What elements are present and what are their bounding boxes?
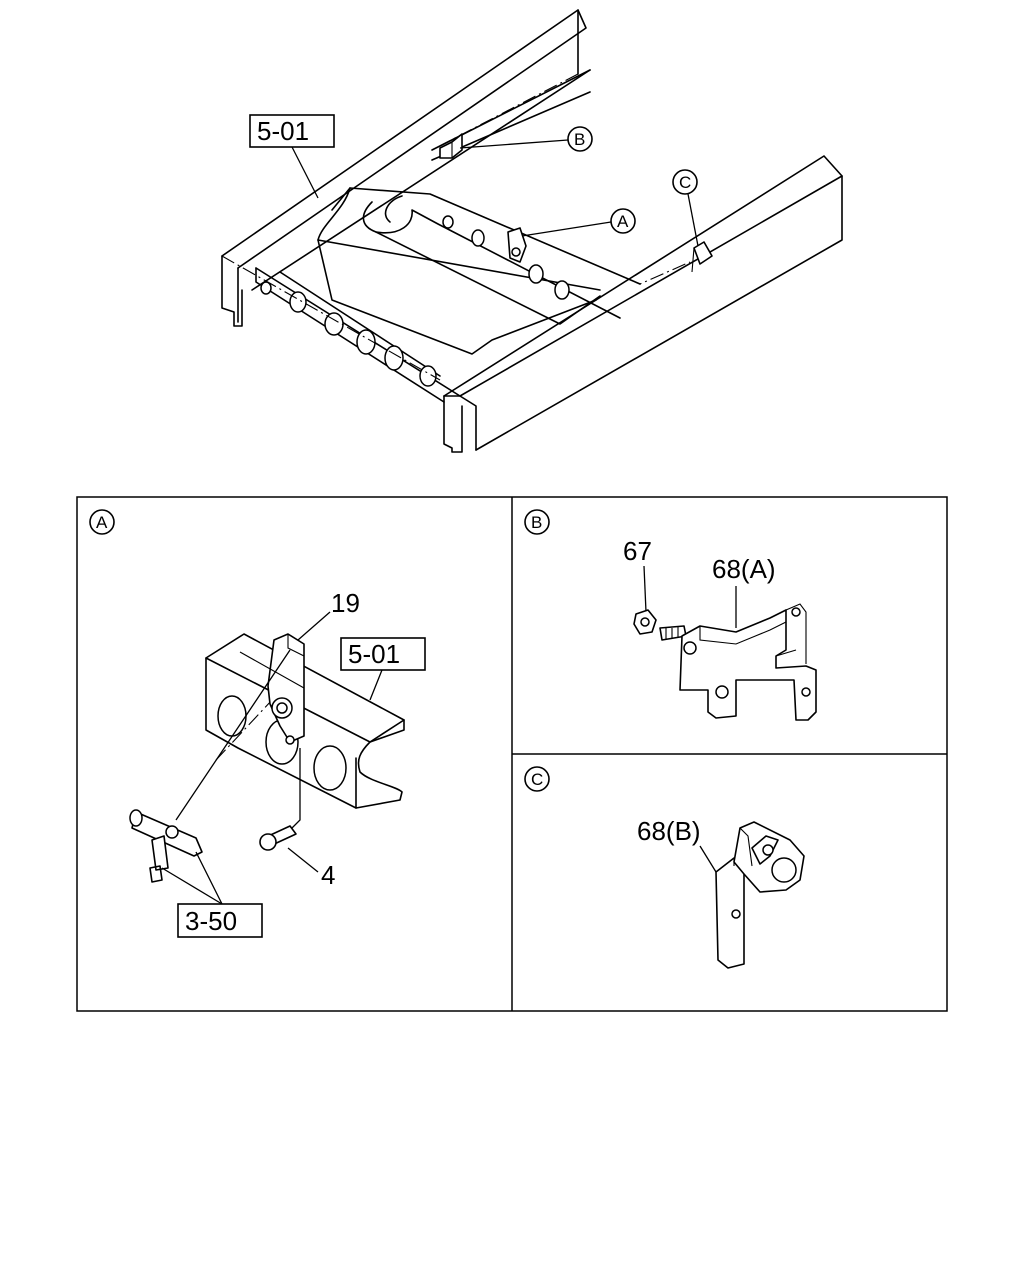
part-label-67: 67: [623, 536, 652, 566]
ref-box-5-01: [249, 114, 335, 148]
part-label-68b: 68(B): [637, 816, 701, 846]
part-label-19: 19: [331, 588, 360, 618]
detail-b-panel: B 67 68(A): [524, 509, 817, 721]
detail-b-tag-circle: [524, 509, 550, 535]
part-label-68a: 68(A): [712, 554, 776, 584]
detail-c-tag-circle: [524, 766, 550, 792]
detail-panels: [76, 496, 948, 1012]
ref-label-5-01: 5-01: [257, 116, 309, 146]
part-label-4: 4: [321, 860, 335, 890]
callout-b-circle: [567, 126, 593, 152]
bracket-a-location: [507, 227, 527, 263]
detail-a-ref-box-3-50: [177, 903, 263, 938]
callout-a-circle: [610, 208, 636, 234]
detail-a-ref-label-3-50: 3-50: [185, 906, 237, 936]
callout-a-label: A: [617, 212, 629, 231]
detail-c-tag: C: [531, 770, 543, 789]
callout-b-label: B: [574, 130, 585, 149]
detail-a-ref-box-5-01: [340, 637, 426, 671]
callout-c-circle: [672, 169, 698, 195]
detail-a-tag-circle: [89, 509, 115, 535]
detail-a-tag: A: [96, 513, 108, 532]
bracket-c-location: [691, 241, 713, 273]
detail-c-panel: C 68(B): [524, 766, 805, 969]
callout-c-label: C: [679, 173, 691, 192]
frame-assembly-view: 5-01 B A C: [221, 9, 843, 453]
detail-a-ref-label-5-01: 5-01: [348, 639, 400, 669]
detail-a-panel: A 19 5-01 4: [89, 509, 426, 938]
detail-b-tag: B: [531, 513, 542, 532]
bracket-b-location: [439, 133, 463, 159]
frame-holes: [260, 215, 570, 387]
